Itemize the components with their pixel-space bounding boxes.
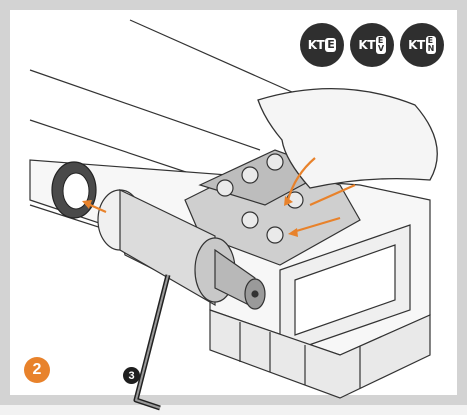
hinge-assembly-drawing [29,19,438,411]
badge-mark: E V [375,36,386,54]
cover-cap [51,161,97,219]
badge-kt-e: KT E [300,23,344,67]
compatibility-badges: KT E KT E V KT E N [300,23,444,67]
badge-letters: KT [358,38,375,52]
badge-mark-top: E [427,36,433,45]
badge-mark-bottom: V [377,44,384,53]
step-number-badge: 2 [24,357,50,383]
badge-mark-top: E [377,36,383,45]
badge-kt-en: KT E N [400,23,444,67]
hex-key-size-label: 3 [123,367,140,384]
badge-mark-bottom: N [427,44,435,53]
badge-mark: E [325,38,337,52]
motion-arrows [87,157,356,234]
arrow-heads [82,196,298,237]
protective-cover [257,87,438,189]
badge-mark: E N [425,36,436,54]
screw-heads [216,153,304,244]
badge-letters: KT [408,38,425,52]
badge-kt-ev: KT E V [350,23,394,67]
hinge-barrel [97,189,266,310]
badge-letters: KT [307,38,325,52]
